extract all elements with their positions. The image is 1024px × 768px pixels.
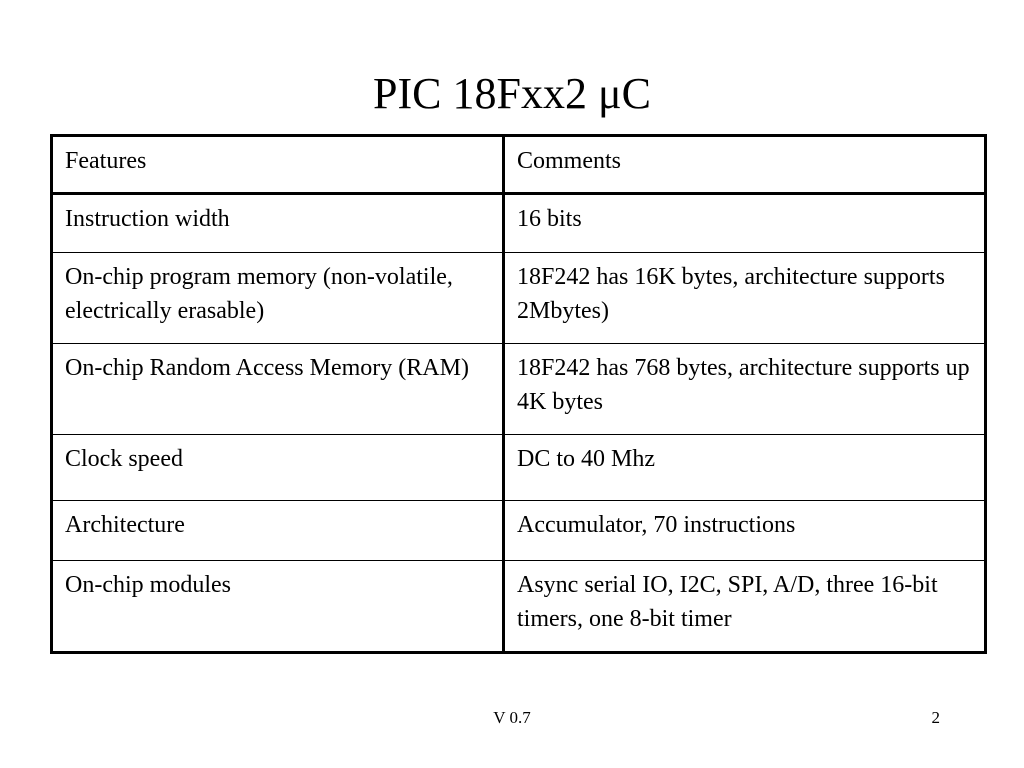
comment-cell: 18F242 has 768 bytes, architecture suppo… bbox=[503, 343, 986, 435]
table-row: On-chip Random Access Memory (RAM) 18F24… bbox=[51, 343, 986, 435]
comment-cell: 18F242 has 16K bytes, architecture suppo… bbox=[503, 252, 986, 344]
slide-title: PIC 18Fxx2 μC bbox=[373, 69, 651, 118]
header-features: Features bbox=[51, 135, 505, 195]
footer-page-number: 2 bbox=[931, 708, 941, 727]
comment-cell: Accumulator, 70 instructions bbox=[503, 500, 986, 561]
table-row: Instruction width 16 bits bbox=[51, 193, 986, 253]
feature-cell: Instruction width bbox=[51, 193, 505, 253]
feature-cell: On-chip modules bbox=[51, 560, 505, 653]
feature-cell: Architecture bbox=[51, 500, 505, 561]
feature-cell: On-chip program memory (non-volatile, el… bbox=[51, 252, 505, 344]
footer-version: V 0.7 bbox=[493, 708, 531, 727]
table-header-row: Features Comments bbox=[51, 135, 986, 195]
feature-cell: On-chip Random Access Memory (RAM) bbox=[51, 343, 505, 435]
header-comments: Comments bbox=[503, 135, 986, 195]
comment-cell: 16 bits bbox=[503, 193, 986, 253]
feature-cell: Clock speed bbox=[51, 434, 505, 501]
features-table: Features Comments Instruction width 16 b… bbox=[50, 134, 987, 654]
comment-cell: Async serial IO, I2C, SPI, A/D, three 16… bbox=[503, 560, 986, 653]
table-row: On-chip program memory (non-volatile, el… bbox=[51, 252, 986, 344]
table-row: Clock speed DC to 40 Mhz bbox=[51, 434, 986, 501]
table-row: On-chip modules Async serial IO, I2C, SP… bbox=[51, 560, 986, 653]
table-row: Architecture Accumulator, 70 instruction… bbox=[51, 500, 986, 561]
comment-cell: DC to 40 Mhz bbox=[503, 434, 986, 501]
